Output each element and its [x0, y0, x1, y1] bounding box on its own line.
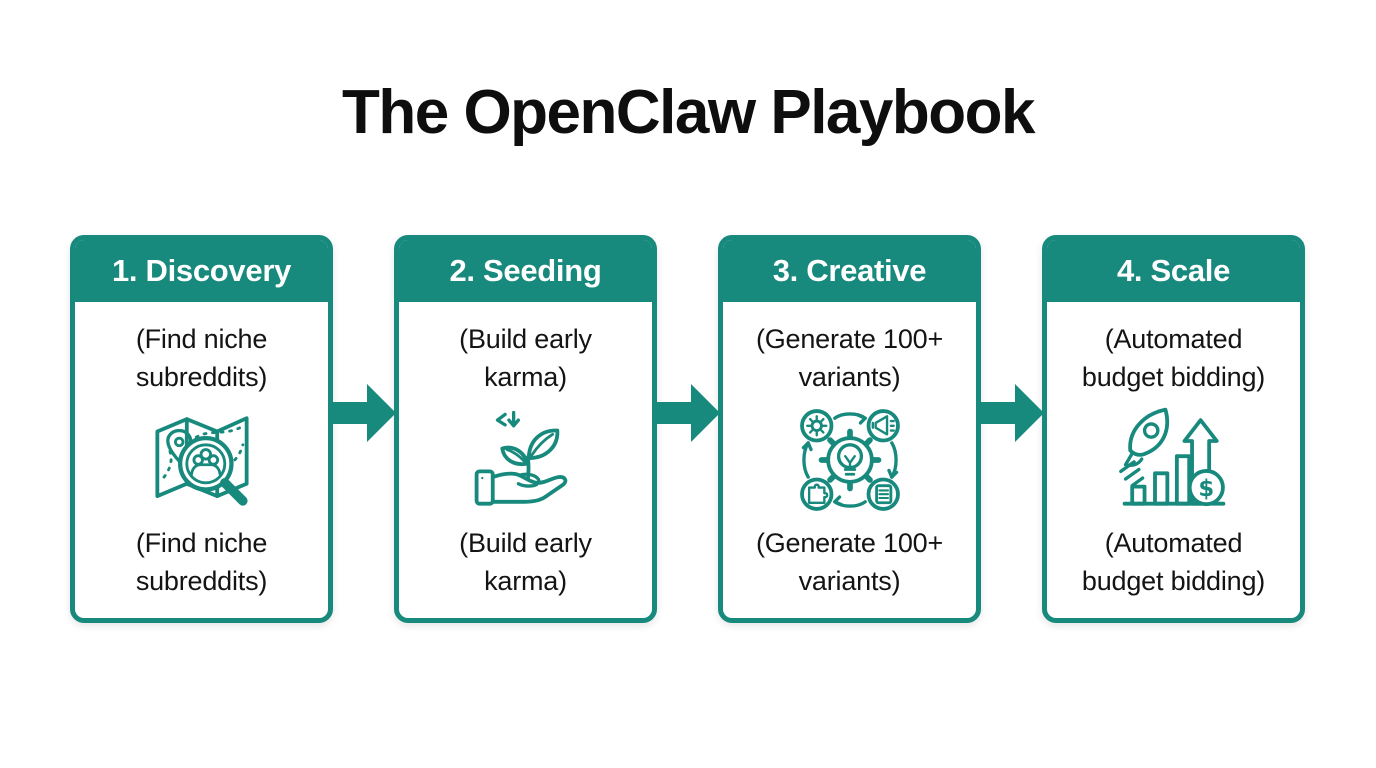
step-header-scale: 4. Scale — [1047, 240, 1300, 302]
step-body-discovery: (Find niche subreddits) — [75, 302, 328, 618]
step-header-seeding: 2. Seeding — [399, 240, 652, 302]
step-box-scale: 4. Scale (Automated budget bidding) — [1042, 235, 1305, 623]
step-header-discovery: 1. Discovery — [75, 240, 328, 302]
connector-gap — [655, 235, 720, 623]
step-body-seeding: (Build early karma) — [399, 302, 652, 618]
step-box-seeding: 2. Seeding (Build early karma) — [394, 235, 657, 623]
map-magnifier-icon — [145, 403, 259, 517]
idea-workflow-icon — [793, 403, 907, 517]
arrow-right-icon — [655, 384, 720, 442]
arrow-right-icon — [331, 384, 396, 442]
rocket-growth-icon: $ — [1117, 403, 1231, 517]
connector-gap — [331, 235, 396, 623]
step-body-scale: (Automated budget bidding) — [1047, 302, 1300, 618]
step-flow: 1. Discovery (Find niche subreddits) — [70, 235, 1305, 623]
page-title: The OpenClaw Playbook — [342, 78, 1035, 147]
hand-seedling-icon — [469, 403, 583, 517]
step-top-caption: (Automated budget bidding) — [1081, 324, 1266, 392]
arrow-right-icon — [979, 384, 1044, 442]
connector-gap — [979, 235, 1044, 623]
step-bottom-caption: (Build early karma) — [459, 528, 592, 596]
step-bottom-caption: (Find niche subreddits) — [135, 528, 268, 596]
step-body-creative: (Generate 100+ variants) — [723, 302, 976, 618]
step-top-caption: (Generate 100+ variants) — [755, 324, 944, 392]
step-header-creative: 3. Creative — [723, 240, 976, 302]
step-top-caption: (Find niche subreddits) — [135, 324, 268, 392]
svg-text:$: $ — [1198, 476, 1214, 502]
step-box-creative: 3. Creative (Generate 100+ variants) — [718, 235, 981, 623]
step-bottom-caption: (Automated budget bidding) — [1081, 528, 1266, 596]
step-box-discovery: 1. Discovery (Find niche subreddits) — [70, 235, 333, 623]
step-bottom-caption: (Generate 100+ variants) — [755, 528, 944, 596]
step-top-caption: (Build early karma) — [459, 324, 592, 392]
